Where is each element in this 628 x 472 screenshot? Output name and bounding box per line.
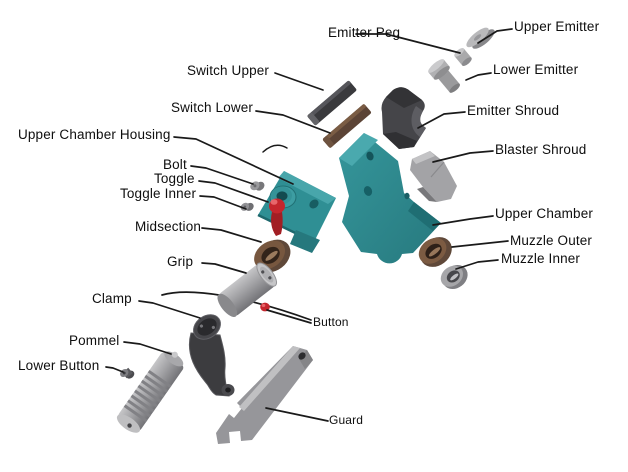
leader-lower-emitter [465, 72, 492, 81]
label-muzzle-inner: Muzzle Inner [501, 251, 581, 266]
muzzle-outer-part [418, 237, 452, 267]
label-lower-button: Lower Button [18, 358, 100, 373]
label-guard: Guard [329, 413, 364, 427]
label-switch-upper: Switch Upper [187, 63, 270, 78]
toggle-inner-part [240, 202, 254, 211]
leader-switch-lower [255, 110, 331, 134]
label-emitter-peg: Emitter Peg [328, 25, 401, 40]
leader-muzzle-outer [451, 240, 509, 248]
lower-emitter-part [428, 59, 460, 93]
muzzle-inner-part [440, 264, 468, 290]
upper-chamber-part [339, 133, 441, 264]
leader-upper-chamber-housing [173, 136, 294, 185]
leader-lines [105, 28, 513, 422]
label-bolt: Bolt [163, 157, 187, 172]
emitter-shroud-part [381, 87, 426, 149]
label-midsection: Midsection [135, 219, 202, 234]
grip-part [217, 262, 278, 318]
leader-grip [201, 262, 247, 274]
leader-guard [265, 407, 329, 422]
leader-bolt [190, 165, 254, 185]
guard-part [216, 346, 313, 444]
label-upper-emitter: Upper Emitter [514, 19, 600, 34]
label-toggle: Toggle [154, 171, 195, 186]
label-upper-chamber-housing: Upper Chamber Housing [18, 127, 171, 142]
label-muzzle-outer: Muzzle Outer [510, 233, 593, 248]
label-toggle-inner: Toggle Inner [120, 186, 197, 201]
label-lower-emitter: Lower Emitter [493, 62, 579, 77]
clamp-part [189, 314, 235, 397]
lower-button-part [120, 367, 135, 379]
leader-emitter-shroud [417, 111, 466, 129]
toggle-part [269, 198, 285, 236]
leader-pommel [123, 341, 172, 355]
leader-toggle [198, 180, 269, 203]
emitter-peg-part [454, 48, 472, 66]
leader-lower-button [105, 366, 124, 373]
leader-emitter-peg [355, 33, 461, 54]
leader-switch-upper [274, 72, 324, 91]
leader-button [266, 309, 312, 324]
leader-midsection [201, 227, 262, 243]
label-grip: Grip [167, 254, 194, 269]
leader-toggle-inner [199, 195, 247, 210]
label-switch-lower: Switch Lower [171, 100, 254, 115]
bolt-part [250, 181, 265, 191]
label-emitter-shroud: Emitter Shroud [467, 103, 560, 118]
label-clamp: Clamp [92, 291, 132, 306]
blaster-shroud-part [410, 151, 457, 202]
label-pommel: Pommel [69, 333, 120, 348]
label-blaster-shroud: Blaster Shroud [495, 142, 587, 157]
upper-chamber-housing-part [257, 171, 336, 253]
button-part [260, 302, 270, 312]
leader-clamp [138, 300, 201, 319]
leader-upper-emitter [477, 28, 513, 44]
leader-muzzle-inner [455, 259, 499, 270]
pommel-part [116, 351, 184, 433]
switch-lower-part [323, 104, 371, 148]
label-button: Button [313, 315, 349, 329]
label-upper-chamber: Upper Chamber [495, 206, 593, 221]
switch-upper-part [307, 80, 357, 126]
upper-emitter-part [466, 27, 495, 49]
wire-arc [262, 144, 288, 153]
leader-blaster-shroud [432, 150, 494, 163]
leader-upper-chamber [432, 215, 494, 226]
